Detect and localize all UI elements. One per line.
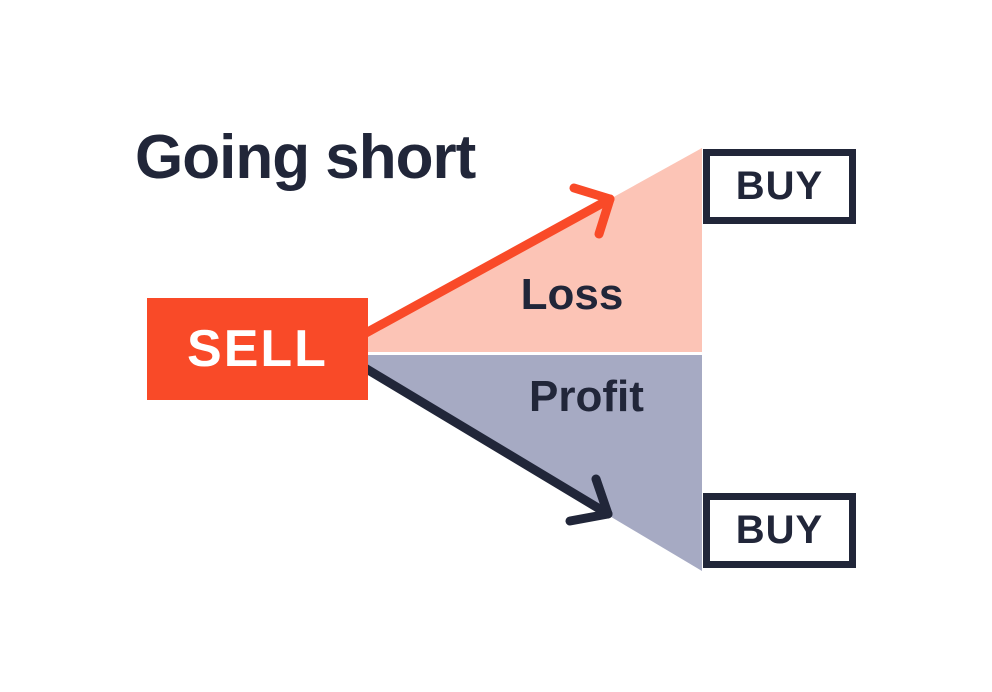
page-title: Going short [135,123,476,192]
buy-box-top: BUY [703,149,856,224]
up-arrow-shaft [350,194,615,344]
down-arrow-shaft [350,357,613,519]
sell-box: SELL [147,298,368,400]
down-right-arrow-icon [350,357,613,526]
buy-bottom-label: BUY [735,508,824,552]
profit-label: Profit [529,372,644,421]
buy-box-bottom: BUY [703,493,856,568]
up-arrow-head [569,183,615,239]
down-arrow-head [565,474,613,526]
loss-label: Loss [520,270,624,319]
up-right-arrow-icon [350,183,615,344]
sell-label: SELL [187,320,328,378]
buy-top-label: BUY [735,164,824,208]
